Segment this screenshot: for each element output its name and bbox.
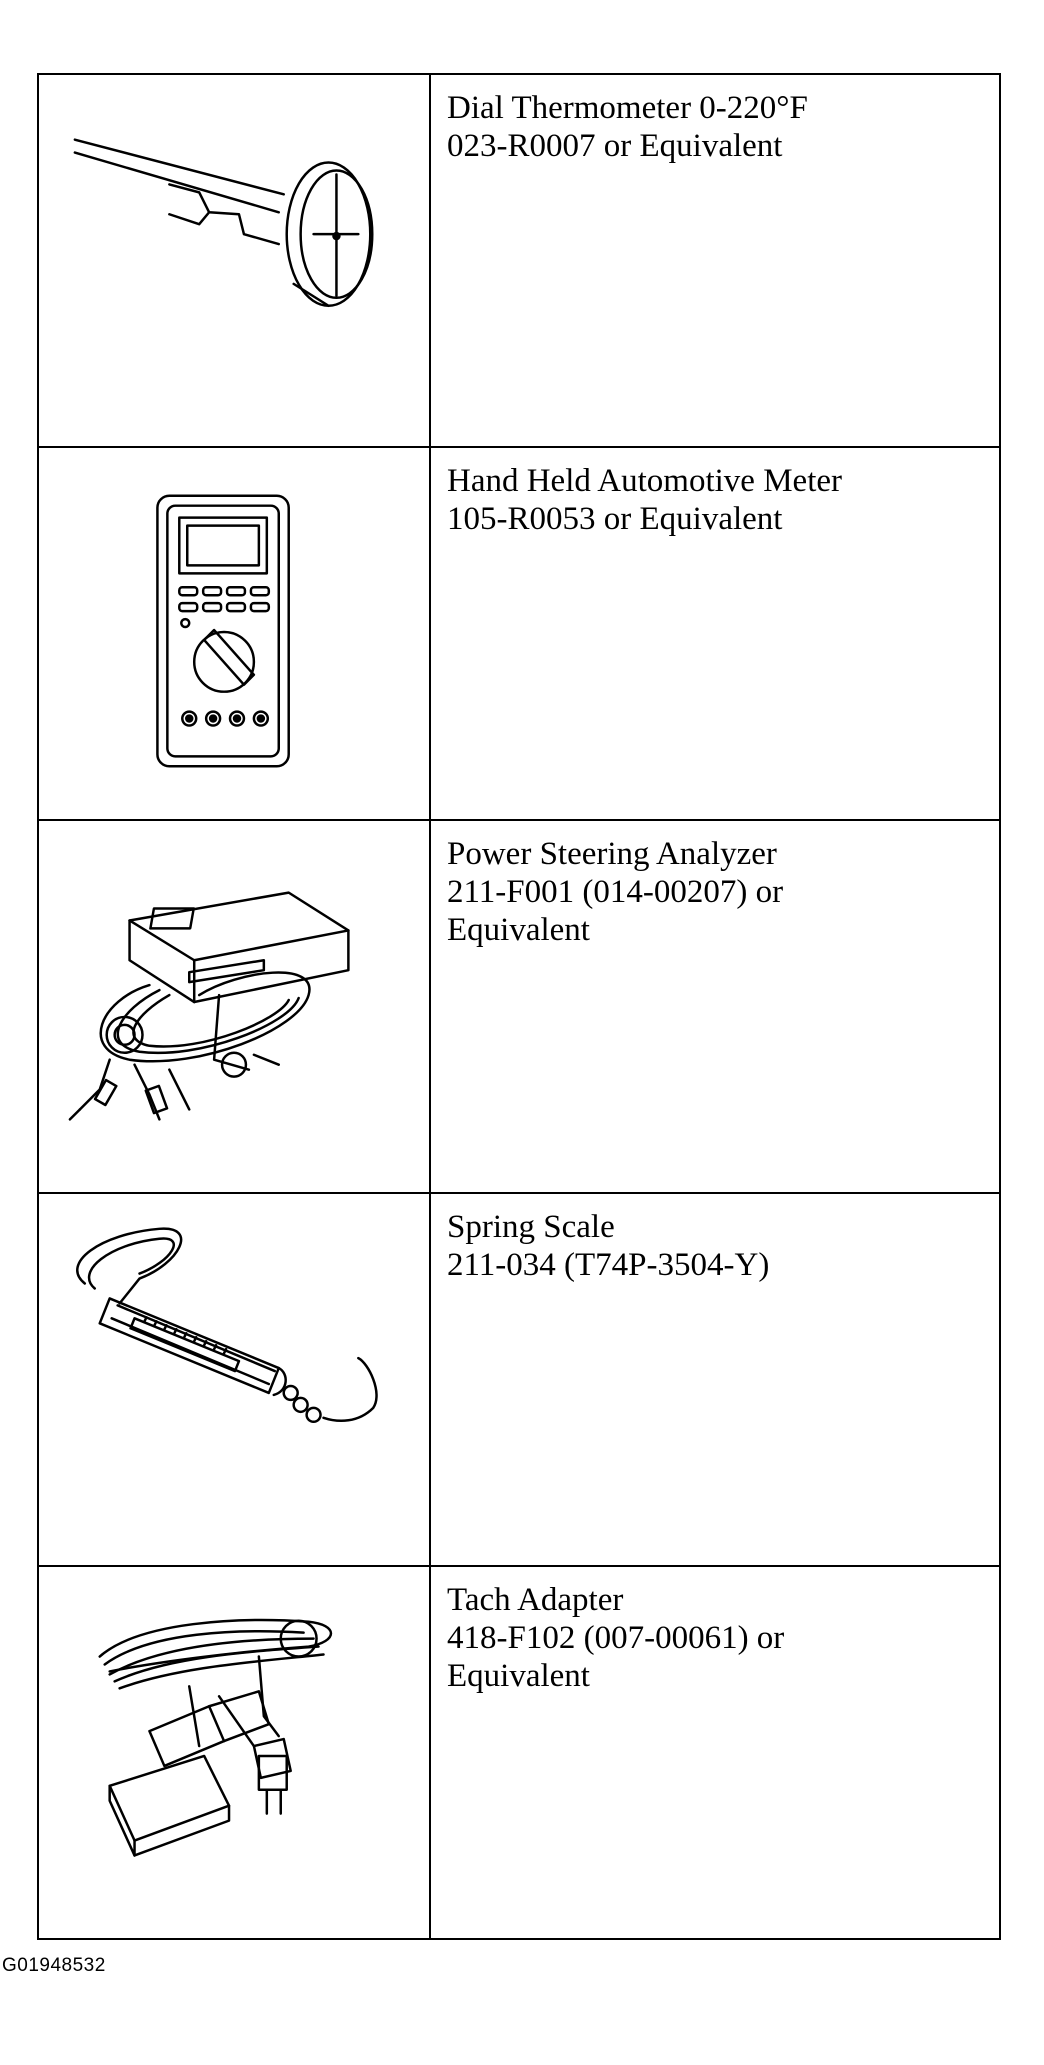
tool-part-number: 211-F001 (014-00207) or [447,874,784,910]
dial-thermometer-icon [73,138,374,307]
tool-description-cell: Hand Held Automotive Meter 105-R0053 or … [429,446,1001,821]
spring-scale-icon [76,1227,378,1424]
tool-part-number: 211-034 (T74P-3504-Y) [447,1247,770,1283]
tool-description-cell: Power Steering Analyzer 211-F001 (014-00… [429,819,1001,1194]
table-row: Spring Scale 211-034 (T74P-3504-Y) [37,1192,1001,1567]
tool-part-number: 418-F102 (007-00061) or [447,1620,785,1656]
tool-name: Hand Held Automotive Meter [447,463,843,499]
tool-name: Power Steering Analyzer [447,836,777,872]
tool-description: Hand Held Automotive Meter 105-R0053 or … [447,462,983,538]
tool-part-number: 105-R0053 or Equivalent [447,501,783,537]
tool-image-cell [37,1192,431,1567]
table-row: Dial Thermometer 0-220°F 023-R0007 or Eq… [37,73,1001,448]
automotive-meter-icon [156,494,290,768]
tool-description-cell: Dial Thermometer 0-220°F 023-R0007 or Eq… [429,73,1001,448]
table-row: Hand Held Automotive Meter 105-R0053 or … [37,446,1001,821]
table-row: Power Steering Analyzer 211-F001 (014-00… [37,819,1001,1194]
tool-description: Tach Adapter 418-F102 (007-00061) or Equ… [447,1581,983,1695]
tool-part-suffix: Equivalent [447,912,590,948]
tool-part-number: 023-R0007 or Equivalent [447,128,783,164]
tool-description: Power Steering Analyzer 211-F001 (014-00… [447,835,983,949]
tool-description: Dial Thermometer 0-220°F 023-R0007 or Eq… [447,89,983,165]
tool-part-suffix: Equivalent [447,1658,590,1694]
tool-description: Spring Scale 211-034 (T74P-3504-Y) [447,1208,983,1284]
special-tools-table: Dial Thermometer 0-220°F 023-R0007 or Eq… [37,73,1001,1940]
tool-image-cell [37,819,431,1194]
figure-id: G01948532 [2,1955,106,1976]
tool-name: Tach Adapter [447,1582,624,1618]
tool-description-cell: Spring Scale 211-034 (T74P-3504-Y) [429,1192,1001,1567]
tool-description-cell: Tach Adapter 418-F102 (007-00061) or Equ… [429,1565,1001,1940]
tool-name: Spring Scale [447,1209,615,1245]
tool-image-cell [37,1565,431,1940]
tach-adapter-icon [98,1618,332,1857]
table-row: Tach Adapter 418-F102 (007-00061) or Equ… [37,1565,1001,1940]
tool-image-cell [37,73,431,448]
tool-name: Dial Thermometer 0-220°F [447,90,808,126]
power-steering-analyzer-icon [68,891,350,1121]
tool-image-cell [37,446,431,821]
